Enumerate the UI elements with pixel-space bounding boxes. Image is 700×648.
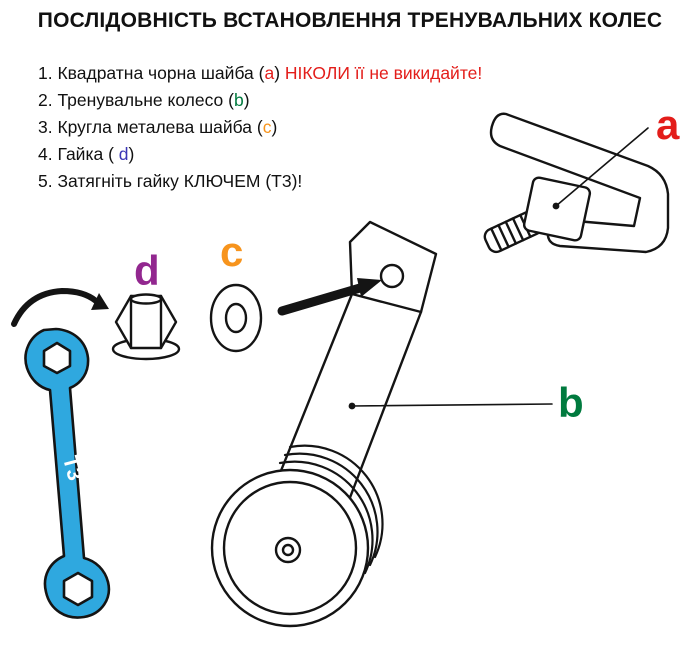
step-item-5: 5. Затягніть гайку КЛЮЧЕМ (Т3)! xyxy=(38,168,482,195)
step-text: 4. Гайка ( xyxy=(38,144,119,164)
tire-arcs xyxy=(278,444,384,575)
step-key-letter: d xyxy=(118,144,129,164)
step-item-4: 4. Гайка ( d) xyxy=(38,141,482,168)
leader-line-a xyxy=(552,127,649,210)
nut-d xyxy=(111,293,181,361)
wrench-t3: Т3 xyxy=(24,327,111,619)
label-c: c xyxy=(220,228,243,275)
wrench-hex-hole-top xyxy=(42,341,72,375)
step-text: ) xyxy=(243,90,250,110)
instruction-list: 1. Квадратна чорна шайба (a) НІКОЛИ її н… xyxy=(38,60,482,195)
rotation-arrow-icon xyxy=(11,287,109,327)
training-wheel xyxy=(210,468,370,628)
label-b: b xyxy=(558,379,584,426)
step-item-3: 3. Кругла металева шайба (c) xyxy=(38,114,482,141)
step-text: ) xyxy=(274,63,285,83)
label-a: a xyxy=(656,101,680,148)
insertion-arrow-icon xyxy=(277,278,382,316)
step-item-1: 1. Квадратна чорна шайба (a) НІКОЛИ її н… xyxy=(38,60,482,87)
step-text: 1. Квадратна чорна шайба ( xyxy=(38,63,265,83)
step-text: 5. Затягніть гайку КЛЮЧЕМ (Т3)! xyxy=(38,171,303,191)
round-washer-c xyxy=(209,283,263,353)
step-key-letter: a xyxy=(264,63,275,83)
step-item-2: 2. Тренувальне колесо (b) xyxy=(38,87,482,114)
step-warning: НІКОЛИ її не викидайте! xyxy=(284,63,483,83)
step-key-letter: b xyxy=(233,90,244,110)
step-text: ) xyxy=(128,144,135,164)
label-d: d xyxy=(134,247,160,294)
step-key-letter: c xyxy=(262,117,272,137)
bracket-hole xyxy=(379,263,405,289)
wrench-hex-hole-bottom xyxy=(62,571,94,607)
step-text: 3. Кругла металева шайба ( xyxy=(38,117,263,137)
wheel-hub xyxy=(274,536,302,564)
page-title: ПОСЛІДОВНІСТЬ ВСТАНОВЛЕННЯ ТРЕНУВАЛЬНИХ … xyxy=(37,9,663,32)
step-text: ) xyxy=(271,117,278,137)
leader-line-b xyxy=(348,402,553,410)
step-text: 2. Тренувальне колесо ( xyxy=(38,90,234,110)
